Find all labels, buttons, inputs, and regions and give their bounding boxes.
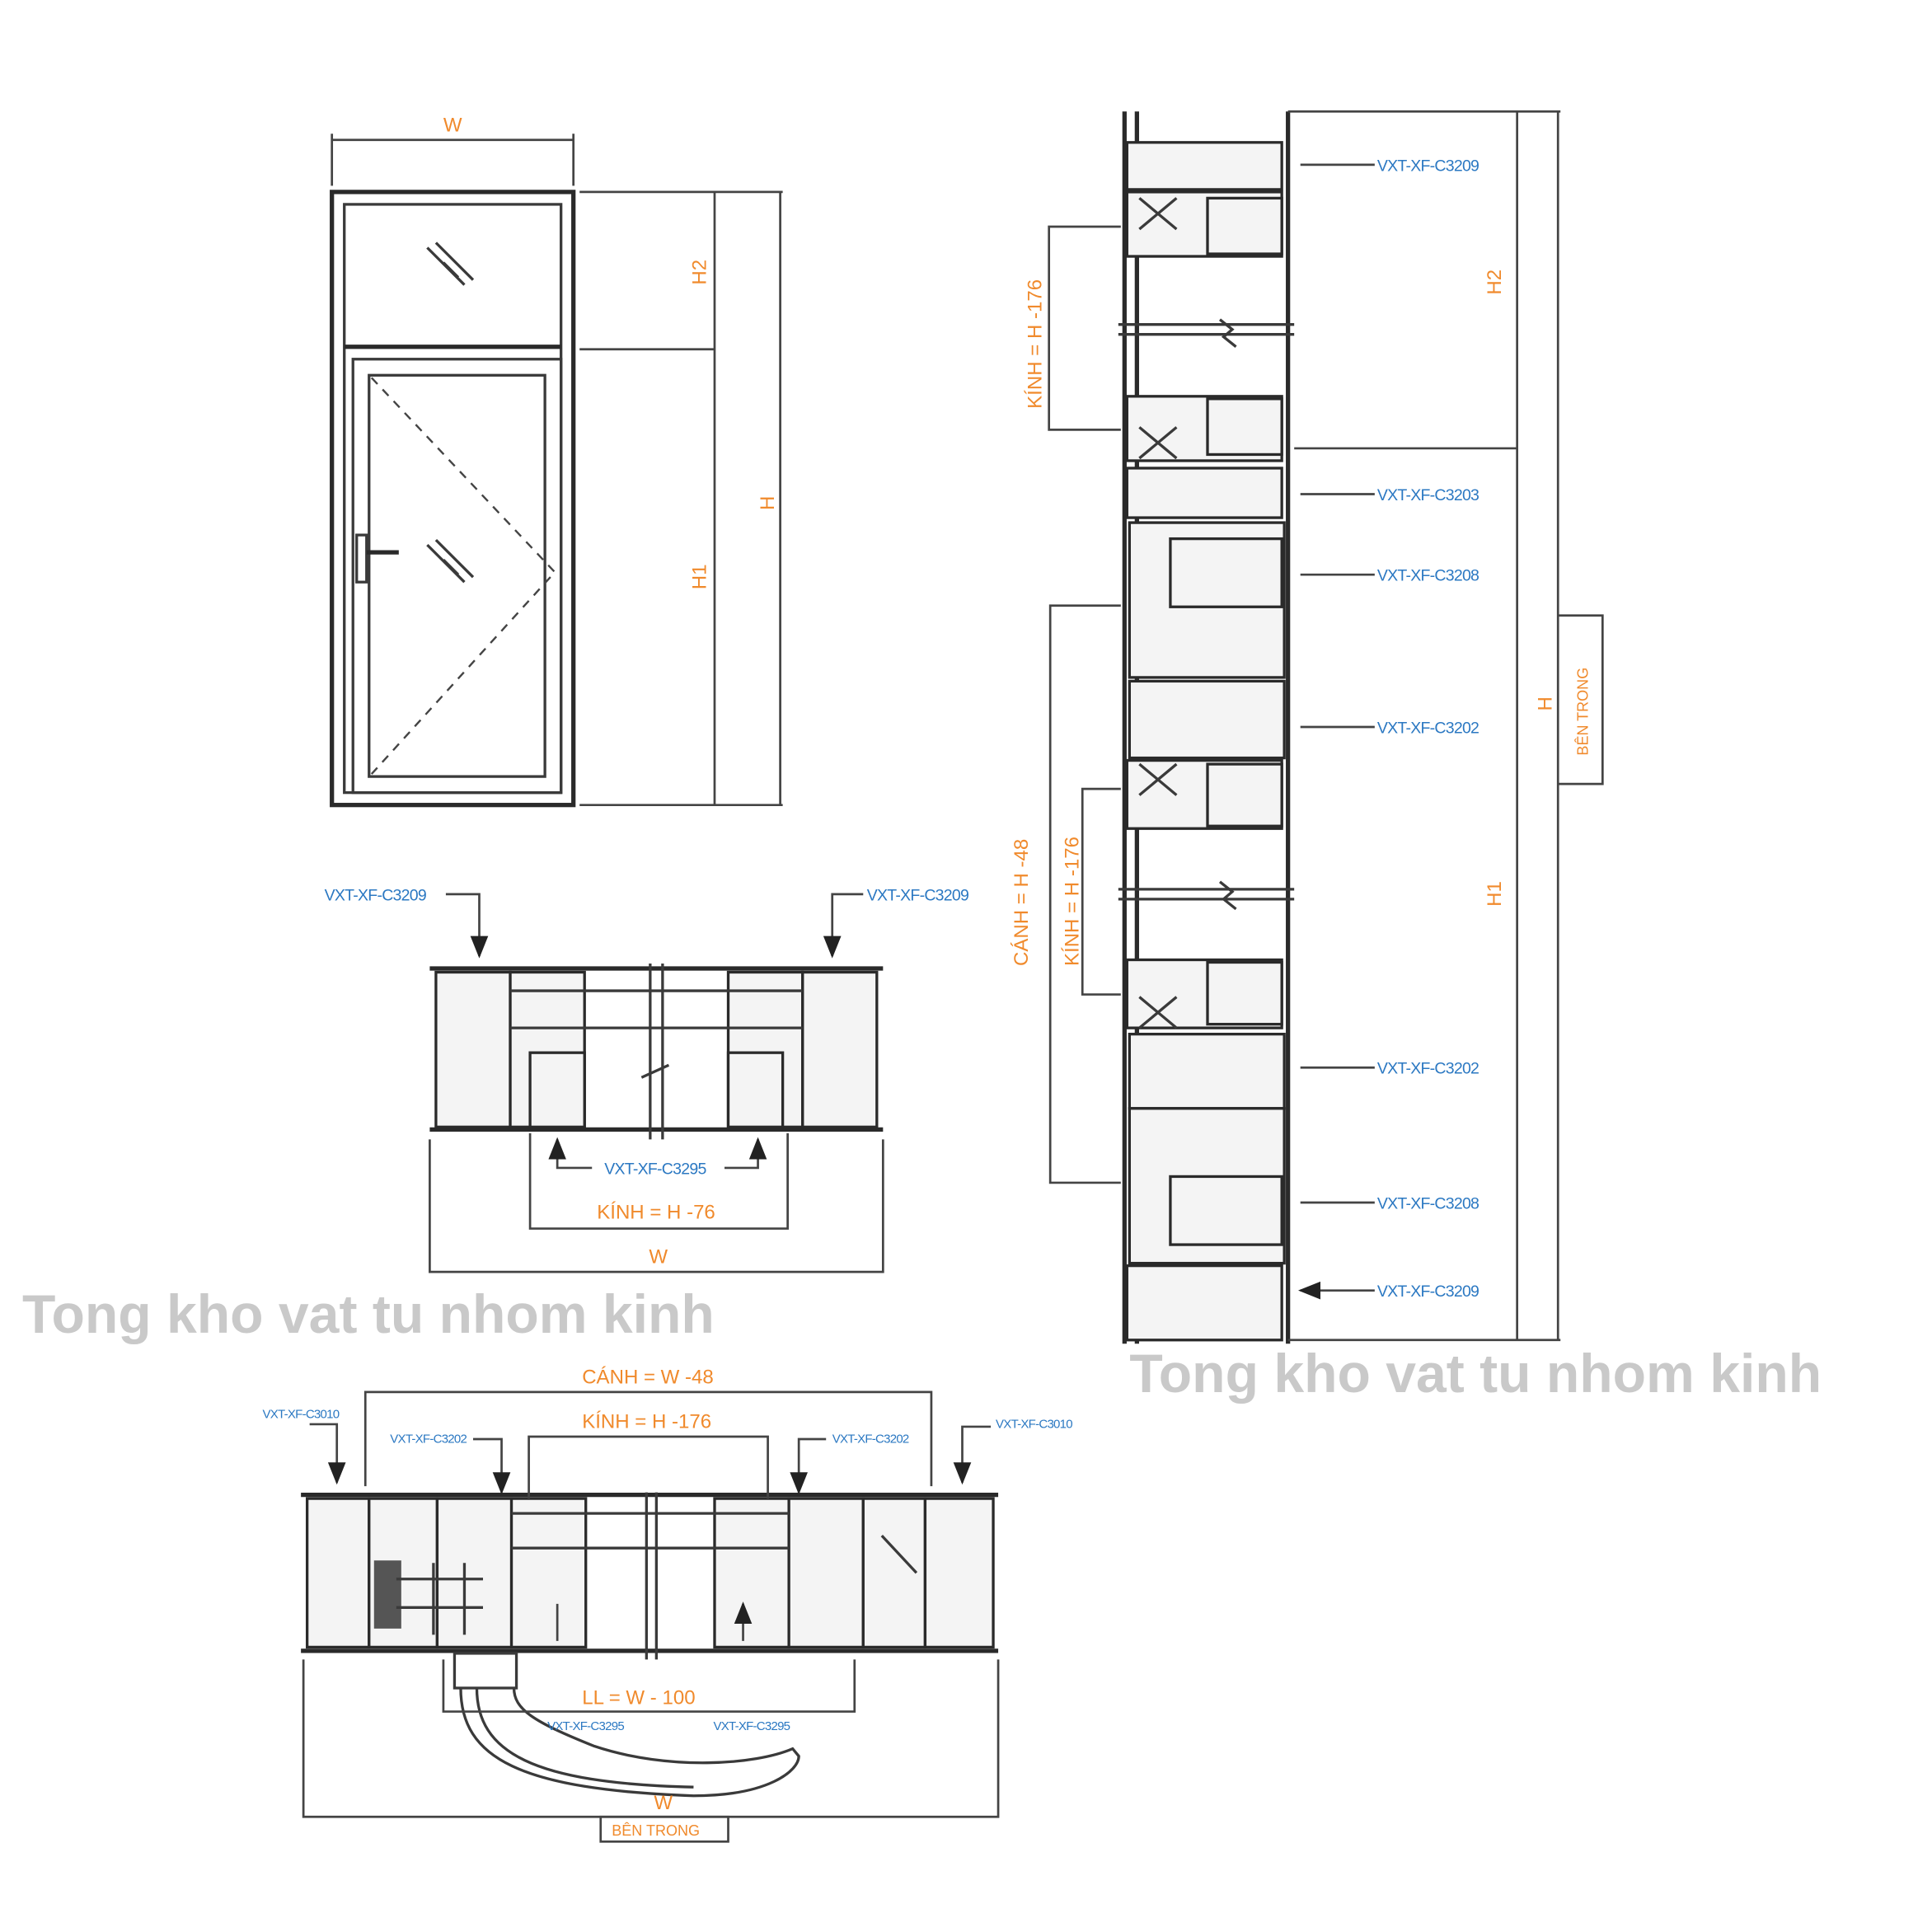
door-elevation: W H2 H1 H — [330, 114, 783, 808]
door-handle-icon — [355, 533, 399, 584]
bead-label: VXT-XF-C3295 — [604, 1160, 706, 1178]
width-label: W — [649, 1246, 668, 1268]
glass-dimension-label: KÍNH = H -76 — [597, 1202, 715, 1224]
lock-body — [373, 1560, 401, 1629]
vertical-section: VXT-XF-C3209 VXT-XF-C3203 VXT-XF-C3208 V… — [1011, 110, 1604, 1344]
sash-label-right: VXT-XF-C3202 — [832, 1432, 909, 1446]
profile-label: VXT-XF-C3208 — [1377, 1195, 1479, 1213]
transom-plan-section: VXT-XF-C3209 VXT-XF-C3209 VXT-XF-C3295 K… — [325, 886, 969, 1273]
watermark-left: Tong kho vat tu nhom kinh — [22, 1284, 715, 1345]
door-plan-section: CÁNH = W -48 KÍNH = H -176 VXT-XF-C3010 … — [263, 1366, 1073, 1843]
bead-label-right: VXT-XF-C3295 — [713, 1719, 790, 1733]
h1-label: H1 — [1484, 881, 1506, 907]
watermark-right: Tong kho vat tu nhom kinh — [1129, 1343, 1822, 1404]
section-callouts — [1301, 163, 1375, 1291]
h-label: H — [757, 496, 779, 510]
ll-dimension-label: LL = W - 100 — [582, 1687, 695, 1709]
profile-label: VXT-XF-C3202 — [1377, 720, 1479, 738]
glass-dimension-label: KÍNH = H -176 — [1025, 279, 1047, 409]
frame-label-right: VXT-XF-C3209 — [867, 886, 968, 904]
glass-hatch-icon — [426, 242, 475, 584]
inside-label: BÊN TRONG — [612, 1822, 700, 1839]
inside-label: BÊN TRONG — [1573, 668, 1591, 756]
frame-label-left: VXT-XF-C3010 — [263, 1407, 340, 1421]
profile-label: VXT-XF-C3202 — [1377, 1060, 1479, 1078]
leaf-dimension-label: CÁNH = H -48 — [1011, 839, 1033, 966]
glass-dimension-label: KÍNH = H -176 — [1062, 837, 1084, 966]
width-label: W — [654, 1792, 673, 1814]
profile-label: VXT-XF-C3208 — [1377, 567, 1479, 585]
h2-label: H2 — [1484, 270, 1506, 295]
h2-label: H2 — [688, 260, 710, 285]
profile-label: VXT-XF-C3209 — [1377, 157, 1479, 175]
profile-label: VXT-XF-C3203 — [1377, 486, 1479, 504]
profile-label: VXT-XF-C3209 — [1377, 1283, 1479, 1301]
h-label: H — [1535, 696, 1557, 710]
frame-label-left: VXT-XF-C3209 — [325, 886, 426, 904]
h1-label: H1 — [688, 564, 710, 589]
sash-label-left: VXT-XF-C3202 — [390, 1432, 467, 1446]
glass-dimension-label: KÍNH = H -176 — [582, 1410, 711, 1433]
bead-label-left: VXT-XF-C3295 — [547, 1719, 624, 1733]
leaf-dimension-label: CÁNH = W -48 — [582, 1366, 714, 1388]
frame-label-right: VXT-XF-C3010 — [996, 1417, 1072, 1431]
width-label: W — [443, 114, 462, 136]
